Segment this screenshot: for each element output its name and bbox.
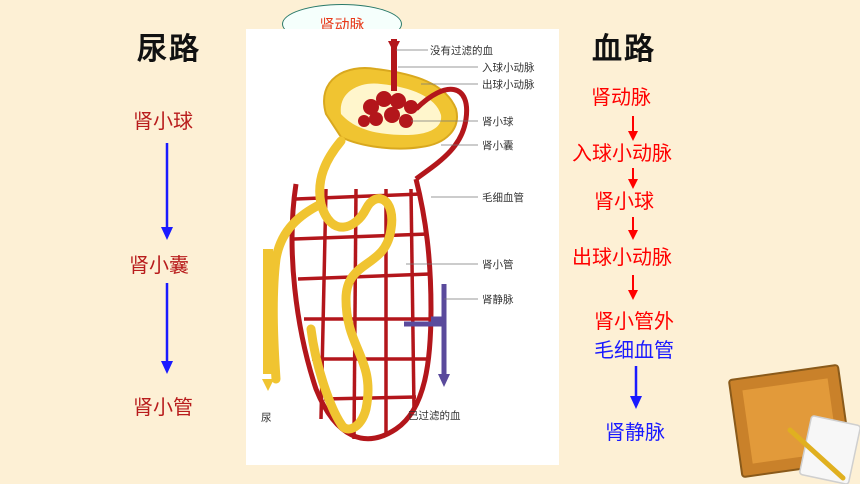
glomerulus-tuft [358, 91, 418, 128]
urine-path-heading: 尿路 [137, 32, 201, 67]
capillary-network [293, 188, 431, 440]
urine-step-glomerulus: 肾小球 [133, 109, 193, 133]
blood-arrow-1 [628, 116, 638, 141]
urine-arrow-2 [161, 283, 173, 374]
blood-step-peritubular: 肾小管外 [594, 309, 674, 333]
label-capillary: 毛细血管 [482, 192, 524, 204]
label-efferent-arteriole: 出球小动脉 [482, 79, 535, 91]
pencil-icon [787, 427, 846, 481]
blood-step-capillary: 毛细血管 [594, 338, 674, 362]
tubule-shape [268, 136, 397, 434]
label-urine: 尿 [261, 412, 272, 424]
nephron-diagram-panel [246, 29, 559, 465]
blood-step-renal-artery: 肾动脉 [591, 85, 651, 109]
blood-arrow-3 [628, 217, 638, 240]
notebook-decoration [728, 364, 860, 484]
label-filtered-blood: 已过滤的血 [408, 410, 461, 422]
renal-vein-vessel [404, 284, 447, 374]
label-capsule: 肾小囊 [482, 140, 514, 152]
label-afferent-arteriole: 入球小动脉 [482, 62, 535, 74]
blood-step-renal-vein: 肾静脉 [605, 420, 665, 444]
blood-step-efferent: 出球小动脉 [572, 245, 672, 269]
blood-step-glomerulus: 肾小球 [594, 189, 654, 213]
blood-arrow-5 [630, 366, 642, 409]
blood-step-afferent: 入球小动脉 [572, 141, 672, 165]
label-glomerulus: 肾小球 [482, 116, 514, 128]
urine-arrow-1 [161, 143, 173, 240]
label-renal-vein: 肾静脉 [482, 294, 514, 306]
leader-lines [396, 49, 478, 300]
urine-step-capsule: 肾小囊 [129, 253, 189, 277]
efferent-vessel [414, 86, 470, 182]
nephron-diagram [262, 39, 478, 442]
blood-arrow-4 [628, 275, 638, 300]
urine-step-tubule: 肾小管 [133, 395, 193, 419]
filtered-out-arrow [438, 374, 450, 387]
urine-out-arrow [262, 379, 274, 391]
blood-path-heading: 血路 [592, 32, 656, 67]
label-tubule: 肾小管 [482, 259, 514, 271]
blood-arrow-2 [628, 168, 638, 189]
label-unfiltered-blood: 没有过滤的血 [430, 45, 493, 57]
inflow-arrow [388, 41, 400, 53]
capillary-outer [289, 178, 434, 442]
